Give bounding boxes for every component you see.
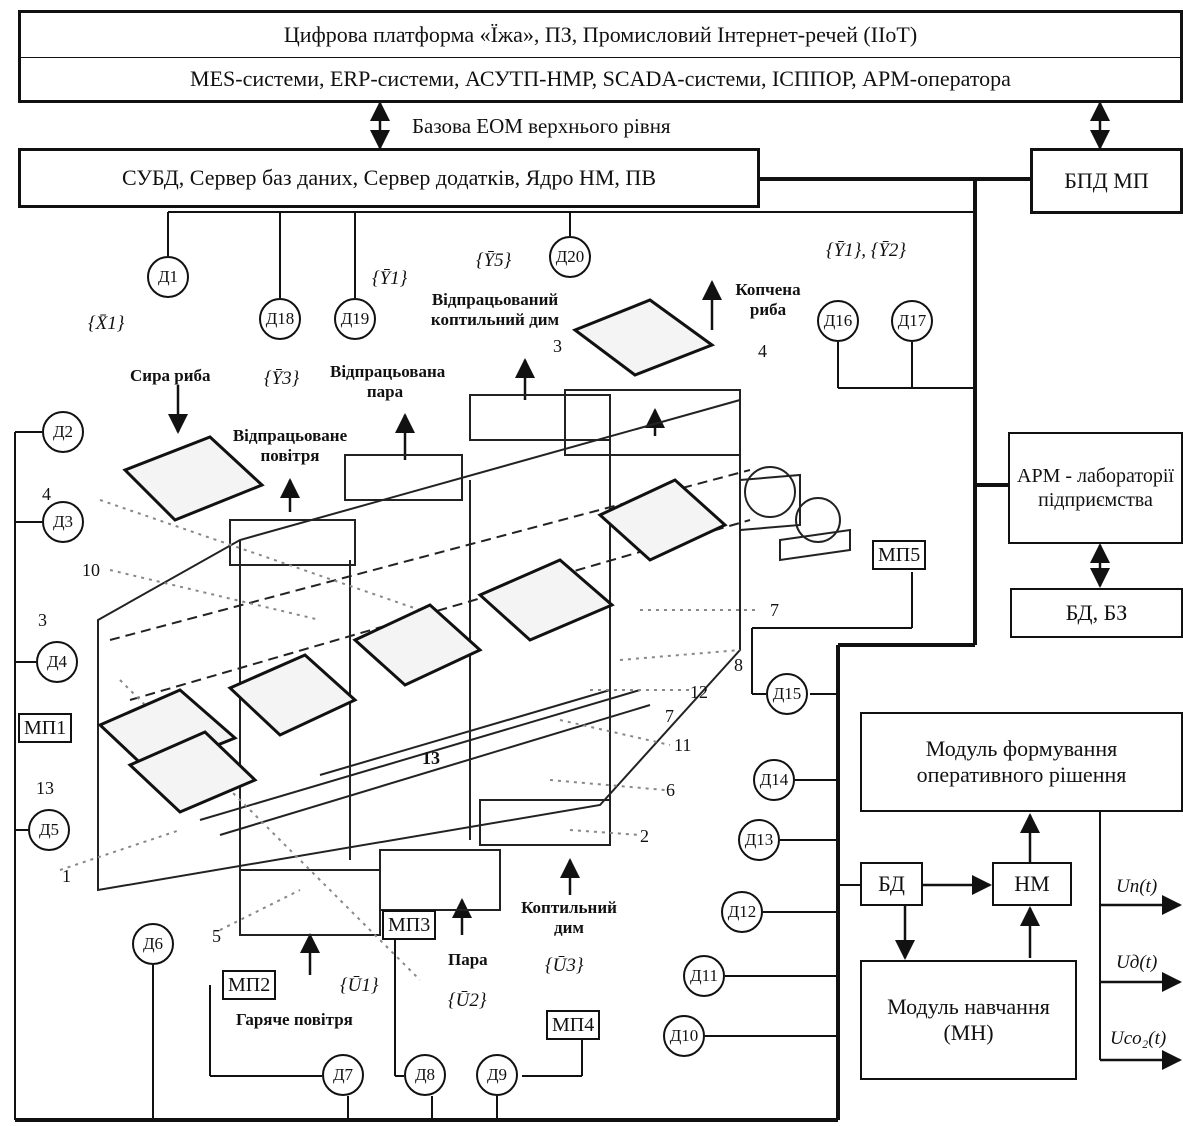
part-number: 7 [665,706,674,727]
label-steam: Пара [448,950,488,970]
nm-text: НМ [1014,871,1049,897]
sensor-d20: Д20 [549,236,591,278]
sensor-d18: Д18 [259,298,301,340]
set-x1: {X̄1} [88,313,124,335]
set-y1-y2: {Ȳ1}, {Ȳ2} [826,240,906,262]
actuator-mp2: МП2 [222,970,276,1000]
sensor-d6: Д6 [132,923,174,965]
computer-label: Базова ЕОМ верхнього рівня [412,114,671,138]
sensor-d4: Д4 [36,641,78,683]
sensor-d16: Д16 [817,300,859,342]
set-u3: {Ū3} [545,955,583,977]
output-u-co2: Uco₂(t) [1110,1028,1166,1050]
output-u-p: Uп(t) [1116,876,1157,898]
part-number: 11 [674,735,691,756]
part-number: 3 [38,610,47,631]
part-number: 13 [36,778,54,799]
part-number: 6 [666,780,675,801]
sensor-d19: Д19 [334,298,376,340]
part-number: 5 [212,926,221,947]
db-kb-box: БД, БЗ [1010,588,1183,638]
part-number: 8 [734,655,743,676]
part-number: 13 [422,748,440,769]
set-y3: {Ȳ3} [264,368,299,390]
part-number: 2 [640,826,649,847]
sensor-d3: Д3 [42,501,84,543]
sensor-d5: Д5 [28,809,70,851]
set-y5: {Ȳ5} [476,250,511,272]
decision-module-box: Модуль формування оперативного рішення [860,712,1183,812]
part-number: 1 [62,866,71,887]
part-number: 7 [770,600,779,621]
set-y1: {Ȳ1} [372,268,407,290]
label-spent-steam: Відпрацьована пара [330,362,440,401]
sensor-d8: Д8 [404,1054,446,1096]
database-server-text: СУБД, Сервер баз даних, Сервер додатків,… [122,165,656,191]
label-spent-smoke: Відпрацьований коптильний дим [420,290,570,329]
part-number: 3 [553,336,562,357]
actuator-mp5: МП5 [872,540,926,570]
part-number: 4 [42,484,51,505]
sensor-d9: Д9 [476,1054,518,1096]
sensor-d7: Д7 [322,1054,364,1096]
decision-module-text: Модуль формування оперативного рішення [868,736,1175,789]
bd-text: БД [878,871,905,897]
platform-text: Цифрова платформа «Їжа», ПЗ, Промисловий… [284,22,917,48]
bd-box: БД [860,862,923,906]
bpd-box: БПД МП [1030,148,1183,214]
bpd-text: БПД МП [1064,168,1148,194]
systems-box: MES-системи, ERP-системи, АСУТП-HMP, SCA… [18,57,1183,103]
label-raw-fish: Сира риба [130,366,211,386]
label-hot-air: Гаряче повітря [236,1010,353,1030]
sensor-d2: Д2 [42,411,84,453]
platform-box: Цифрова платформа «Їжа», ПЗ, Промисловий… [18,10,1183,58]
actuator-mp4: МП4 [546,1010,600,1040]
sensor-d13: Д13 [738,819,780,861]
sensor-d12: Д12 [721,891,763,933]
nm-box: НМ [992,862,1072,906]
sensor-d15: Д15 [766,673,808,715]
label-smoked-fish: Копчена риба [728,280,808,319]
sensor-d17: Д17 [891,300,933,342]
set-u1: {Ū1} [340,975,378,997]
set-u2: {Ū2} [448,990,486,1012]
database-server-box: СУБД, Сервер баз даних, Сервер додатків,… [18,148,760,208]
part-number: 12 [690,682,708,703]
sensor-d10: Д10 [663,1015,705,1057]
systems-text: MES-системи, ERP-системи, АСУТП-HMP, SCA… [190,66,1011,92]
arm-lab-text: АРМ - лабораторії підприємства [1012,464,1179,512]
actuator-mp1: МП1 [18,713,72,743]
output-u-d: Uд(t) [1116,952,1157,974]
sensor-d11: Д11 [683,955,725,997]
label-spent-air: Відпрацьоване повітря [215,426,365,465]
db-kb-text: БД, БЗ [1066,600,1127,626]
learning-module-text: Модуль навчання (МН) [868,994,1069,1047]
part-number: 10 [82,560,100,581]
sensor-d1: Д1 [147,256,189,298]
learning-module-box: Модуль навчання (МН) [860,960,1077,1080]
label-smoke: Коптильний дим [505,898,633,937]
arm-lab-box: АРМ - лабораторії підприємства [1008,432,1183,544]
sensor-d14: Д14 [753,759,795,801]
part-number: 4 [758,341,767,362]
actuator-mp3: МП3 [382,910,436,940]
